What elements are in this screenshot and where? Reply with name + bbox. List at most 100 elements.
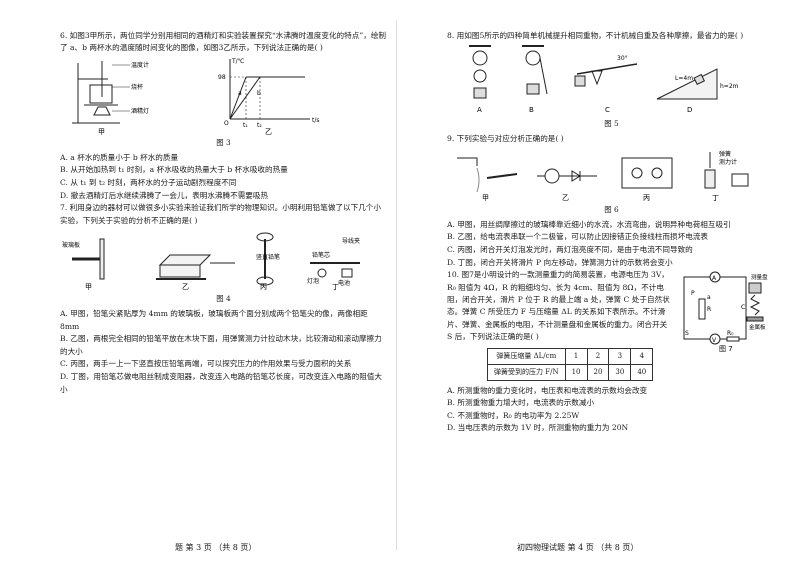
label-wire: 导线夹: [342, 237, 360, 245]
label-beaker: 烧杯: [131, 83, 143, 91]
label-6-jia: 甲: [482, 194, 489, 202]
graph-t2: t₂: [257, 122, 262, 129]
figure-5: 30° L=4m h=2m A B C D: [469, 45, 739, 114]
q8-stem: 8. 用如图5所示的四种简单机械提升相同重物，不计机械自重及各种摩擦，最省力的是…: [447, 31, 744, 40]
page-3-footer: 题 第 3 页 （共 8 页）: [175, 543, 257, 552]
table-cell: 30: [608, 363, 632, 381]
graph-curve-b: b: [257, 90, 261, 97]
label-4-ding: 丁: [332, 283, 339, 291]
q6-option-a: A. a 杯水的质量小于 b 杯水的质量: [60, 152, 179, 162]
label-S: S: [685, 330, 689, 337]
table-cell: 20: [586, 363, 610, 381]
graph-origin: O: [224, 120, 229, 127]
label-angle: 30°: [617, 55, 628, 62]
q10-option-a: A. 所测重物的重力变化时，电压表和电流表的示数均会改变: [447, 385, 648, 395]
label-voltmeter: V: [712, 337, 717, 344]
q10-block: 10. 图7是小明设计的一款测量重力的简易装置，电源电压为 3V，R₀ 阻值为 …: [447, 269, 776, 353]
table-cell: 10: [564, 363, 588, 381]
label-pencil-lead: 铅笔芯: [312, 251, 330, 259]
figure-3: 温度计 烧杯 酒精灯 甲 T/℃ t/s 98 a b O t₁ t₂ 乙: [72, 58, 320, 135]
figure-7: A V R a P C R₀ S 测量盘 金属板 图 7: [683, 271, 768, 353]
graph-curve-a: a: [238, 90, 242, 97]
page-3: 6. 如图3甲所示，两位同学分别用相同的酒精灯和实验装置探究“水沸腾时温度变化的…: [60, 31, 386, 552]
label-plate: 金属板: [749, 323, 766, 331]
table-cell: 2: [586, 347, 610, 365]
figure-3-graph: [229, 58, 310, 120]
figure-4-drawings: [72, 232, 360, 286]
figure-6-drawings: [457, 151, 749, 192]
label-6-yi: 乙: [562, 194, 569, 202]
table-cell: 4: [630, 347, 654, 365]
q7-option-c: C. 丙图，两手一上一下竖直按压铅笔两端，可以探究压力的作用效果与受力面积的关系: [60, 359, 352, 369]
table-cell: 40: [630, 363, 654, 381]
label-R0: R₀: [727, 330, 734, 337]
q10-table: 弹簧压缩量 ΔL/cm 1 2 3 4 弹簧受到的压力 F/N 10 20 30…: [487, 347, 654, 381]
figure-6: 弹簧 测力计 甲 乙 丙 丁: [457, 150, 749, 202]
q7-option-a: A. 甲图，铅笔尖紧贴厚为 4mm 的玻璃板，玻璃板两个面分别成两个铅笔尖的像，…: [60, 309, 368, 331]
table-row: 弹簧压缩量 ΔL/cm 1 2 3 4: [487, 347, 654, 365]
label-lamp: 酒精灯: [131, 107, 149, 115]
figure-4: 玻璃板 竖直铅笔 导线夹 铅笔芯 灯泡 电池 甲 乙 丙 丁: [62, 232, 360, 291]
q6-stem: 6. 如图3甲所示，两位同学分别用相同的酒精灯和实验装置探究“水沸腾时温度变化的…: [60, 31, 386, 53]
q6-option-d: D. 撤去酒精灯后水继续沸腾了一会儿，表明水沸腾不需要吸热: [60, 190, 269, 200]
figure-5-caption: 图 5: [604, 119, 619, 129]
figure-7-caption: 图 7: [719, 345, 733, 353]
label-dynamometer: 测力计: [719, 158, 737, 166]
table-cell: 1: [564, 347, 588, 365]
figure-3-apparatus: [72, 60, 120, 124]
q6-option-c: C. 从 t₁ 到 t₂ 时刻，两杯水的分子运动剧烈程度不同: [60, 178, 237, 187]
label-thermometer: 温度计: [131, 61, 149, 69]
graph-xlabel: t/s: [312, 117, 320, 124]
label-pencil: 竖直铅笔: [256, 253, 280, 261]
label-spring: 弹簧: [719, 150, 731, 158]
q7-option-b: B. 乙图，两根完全相同的铅笔平放在木块下面，用弹簧测力计拉动木块，比较滑动和滚…: [60, 334, 382, 356]
label-4-yi: 乙: [182, 283, 189, 291]
label-P: P: [691, 290, 695, 297]
graph-ylabel: T/℃: [231, 58, 245, 65]
page-4-footer: 初四物理试题 第 4 页 （共 8 页）: [517, 543, 639, 552]
q9-option-c: C. 丙图，闭合开关灯泡发光时，两灯泡亮度不同，是由于电流不同导致的: [447, 245, 693, 254]
figure-7-circuit: [683, 271, 764, 345]
label-5-a: A: [477, 106, 482, 114]
q10-option-c: C. 不测重物时，R₀ 的电功率为 2.25W: [447, 410, 580, 420]
label-4-jia: 甲: [85, 283, 92, 291]
table-row: 弹簧受到的压力 F/N 10 20 30 40: [487, 363, 654, 381]
label-R: R: [707, 306, 711, 313]
label-6-ding: 丁: [712, 194, 719, 202]
label-bulb: 灯泡: [307, 277, 319, 285]
q9-option-d: D. 丁图，闭合开关将滑片 P 向左移动，弹簧测力计的示数将会变小: [447, 257, 673, 267]
table-cell: 3: [608, 347, 632, 365]
label-tray: 测量盘: [751, 273, 768, 281]
q9-option-a: A. 甲图，用丝绸摩擦过的玻璃棒靠近细小的水流，水流弯曲，说明异种电荷相互吸引: [447, 219, 731, 229]
q9-option-b: B. 乙图，给电流表串联一个二极管，可以防止因接错正负接线柱而损坏电流表: [447, 232, 708, 242]
table-cell: 弹簧压缩量 ΔL/cm: [487, 347, 566, 365]
q7-option-d: D. 丁图，用铅笔芯做电阻丝制成变阻器，改变连入电路的铅笔芯长度，可改变连入电路…: [60, 371, 382, 394]
label-C: C: [741, 304, 745, 311]
label-ammeter: A: [712, 275, 717, 282]
q10-stem: 10. 图7是小明设计的一款测量重力的简易装置，电源电压为 3V，R₀ 阻值为 …: [447, 270, 670, 342]
q6-option-b: B. 从开始加热到 t₁ 时刻，a 杯水吸收的热量大于 b 杯水吸收的热量: [60, 165, 288, 175]
page-gutter: [396, 20, 397, 550]
table-cell: 弹簧受到的压力 F/N: [487, 363, 566, 381]
label-glass: 玻璃板: [62, 241, 80, 249]
label-5-c: C: [605, 106, 610, 114]
figure-3-caption: 图 3: [216, 137, 231, 147]
q10-option-b: B. 所测重物重力增大时，电流表的示数减小: [447, 398, 595, 408]
label-jia: 甲: [98, 128, 105, 135]
figure-5-machines: [469, 45, 718, 100]
label-4-bing: 丙: [260, 283, 267, 291]
label-battery: 电池: [338, 279, 350, 287]
label-6-bing: 丙: [643, 194, 650, 202]
graph-t1: t₁: [243, 122, 248, 129]
q7-stem: 7. 利用身边的器材可以做很多小实验来验证我们所学的物理知识。小明利用铅笔做了以…: [60, 203, 381, 225]
label-a: a: [707, 294, 711, 301]
label-L: L=4m: [675, 75, 693, 82]
label-5-b: B: [529, 106, 534, 114]
q9-stem: 9. 下列实验与对应分析正确的是( ): [447, 134, 564, 144]
page-4: 8. 用如图5所示的四种简单机械提升相同重物，不计机械自重及各种摩擦，最省力的是…: [397, 0, 794, 561]
graph-temp-98: 98: [218, 74, 226, 81]
q10-option-d: D. 当电压表的示数为 1V 时，所测重物的重力为 20N: [447, 423, 629, 433]
label-5-d: D: [687, 106, 692, 114]
figure-6-caption: 图 6: [604, 204, 619, 214]
figure-4-caption: 图 4: [216, 294, 231, 303]
